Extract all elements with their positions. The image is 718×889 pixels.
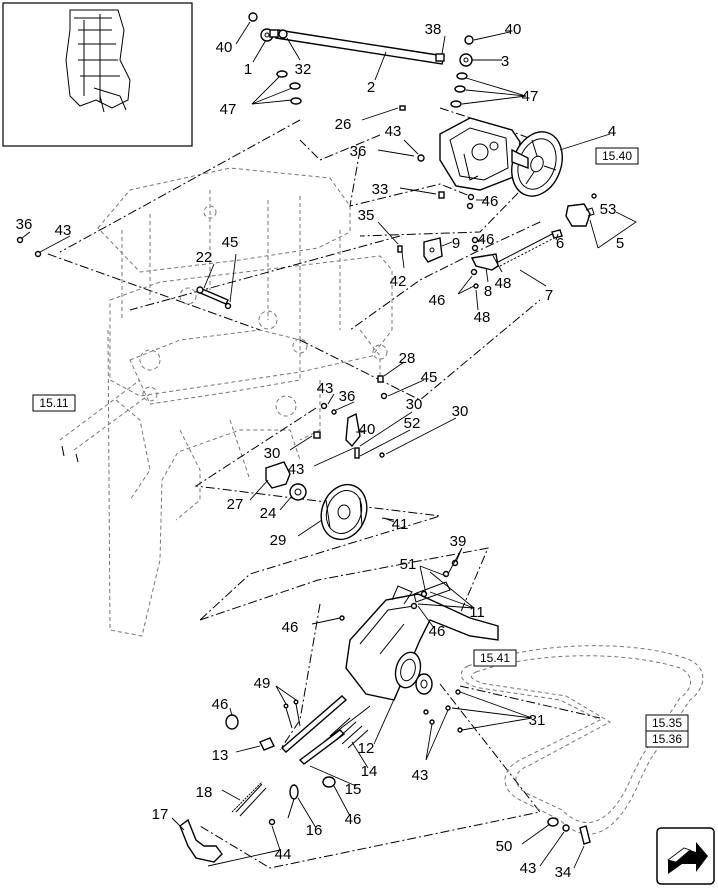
callout-38: 38: [425, 21, 442, 38]
section-ref-box: [32, 394, 76, 412]
callout-7: 7: [545, 287, 553, 304]
section-ref-label: 15.36: [652, 732, 682, 746]
callout-48: 48: [474, 309, 491, 326]
callout-5: 5: [616, 235, 624, 252]
callout-3: 3: [501, 53, 509, 70]
section-ref-15-40[interactable]: 15.40: [595, 147, 639, 165]
section-ref-15-36[interactable]: 15.36: [645, 730, 689, 748]
callout-52: 52: [404, 415, 421, 432]
callout-46: 46: [429, 292, 446, 309]
callout-22: 22: [196, 249, 213, 266]
callout-48: 48: [495, 275, 512, 292]
section-ref-15-11[interactable]: 15.11: [32, 394, 76, 412]
section-ref-box: [645, 730, 689, 748]
callout-46: 46: [345, 811, 362, 828]
callout-15: 15: [345, 781, 362, 798]
callout-4: 4: [608, 123, 616, 140]
callout-33: 33: [372, 181, 389, 198]
upper-shaft-assembly: [248, 12, 474, 199]
callout-49: 49: [254, 675, 271, 692]
callout-30: 30: [406, 396, 423, 413]
callout-46: 46: [212, 696, 229, 713]
callout-24: 24: [260, 505, 277, 522]
callout-43: 43: [412, 767, 429, 784]
callout-14: 14: [361, 763, 378, 780]
callout-42: 42: [390, 273, 407, 290]
callout-31: 31: [529, 712, 546, 729]
callout-50: 50: [496, 838, 513, 855]
callout-16: 16: [306, 822, 323, 839]
callout-43: 43: [55, 222, 72, 239]
lower-linkage: [179, 695, 371, 863]
callout-39: 39: [450, 533, 467, 550]
callout-9: 9: [452, 235, 460, 252]
callout-40: 40: [216, 39, 233, 56]
locator-inset: [2, 2, 193, 147]
callout-35: 35: [358, 207, 375, 224]
callout-40: 40: [505, 21, 522, 38]
callout-46: 46: [478, 231, 495, 248]
section-ref-label: 15.41: [480, 651, 510, 665]
section-ref-label: 15.40: [602, 149, 632, 163]
callout-36: 36: [350, 143, 367, 160]
callout-17: 17: [152, 806, 169, 823]
callout-30: 30: [264, 445, 281, 462]
callout-46: 46: [429, 623, 446, 640]
section-reference-boxes: 15.40 15.11 15.41 15.35 15.36: [32, 147, 689, 748]
callout-11: 11: [469, 604, 485, 621]
section-ref-15-41[interactable]: 15.41: [473, 649, 517, 667]
callout-45: 45: [222, 234, 239, 251]
drive-belt: [460, 645, 704, 835]
callout-6: 6: [556, 235, 564, 252]
callout-43: 43: [317, 380, 334, 397]
callout-18: 18: [196, 784, 213, 801]
callout-45: 45: [421, 369, 438, 386]
pulley-parts: [265, 461, 395, 541]
brake-bracket-parts: [397, 193, 597, 289]
callout-27: 27: [227, 496, 244, 513]
callout-1: 1: [244, 61, 252, 78]
belt-hardware: [547, 817, 591, 845]
section-ref-label: 15.35: [652, 716, 682, 730]
callout-43: 43: [288, 461, 305, 478]
center-hardware: [16, 236, 388, 459]
callout-32: 32: [295, 61, 312, 78]
section-ref-box: [595, 147, 639, 165]
idler-assembly: [339, 559, 499, 733]
callout-53: 53: [600, 201, 617, 218]
section-ref-15-35[interactable]: 15.35: [645, 714, 689, 732]
callout-43: 43: [520, 860, 537, 877]
callout-44: 44: [275, 846, 292, 863]
callout-46: 46: [482, 193, 499, 210]
callout-40: 40: [359, 421, 376, 438]
callout-46: 46: [282, 619, 299, 636]
callout-47: 47: [220, 101, 237, 118]
adjuster-wheel-assembly: [439, 117, 563, 197]
main-frame: [59, 167, 393, 637]
next-page-arrow-icon[interactable]: [656, 827, 715, 885]
callout-12: 12: [358, 740, 375, 757]
callout-36: 36: [339, 388, 356, 405]
callout-8: 8: [484, 283, 492, 300]
callout-36: 36: [16, 216, 33, 233]
callout-43: 43: [385, 123, 402, 140]
section-ref-label: 15.11: [39, 396, 68, 410]
callout-47: 47: [522, 88, 539, 105]
callout-13: 13: [212, 747, 229, 764]
callout-30: 30: [452, 403, 469, 420]
callout-26: 26: [335, 116, 352, 133]
callout-28: 28: [399, 350, 416, 367]
assembly-guide-lines: [47, 107, 601, 869]
callout-29: 29: [270, 532, 287, 549]
callout-34: 34: [555, 864, 572, 881]
callout-41: 41: [392, 516, 409, 533]
leader-lines: [21, 21, 637, 869]
callout-51: 51: [400, 556, 417, 573]
section-ref-box: [473, 649, 517, 667]
callout-2: 2: [367, 79, 375, 96]
